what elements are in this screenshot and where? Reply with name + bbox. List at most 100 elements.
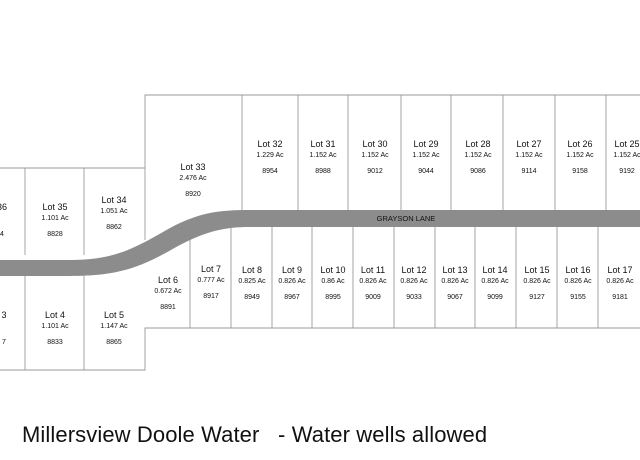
north-boundary	[0, 94, 640, 169]
lot-acreage: 1.101 Ac	[41, 323, 69, 330]
lot-name: Lot 6	[158, 275, 178, 285]
lot-boundaries	[0, 94, 640, 371]
lot-address: 8917	[203, 293, 219, 300]
south-lot: Lot 16 0.826 Ac 9155	[564, 265, 592, 301]
lot-name: Lot 30	[362, 139, 387, 149]
north-lot: 36 4	[0, 202, 7, 238]
south-boundary	[0, 327, 640, 371]
lot-address: 9044	[418, 168, 434, 175]
lot-name: Lot 25	[614, 139, 639, 149]
lot-acreage: 0.826 Ac	[359, 278, 387, 285]
south-lot: Lot 8 0.825 Ac 8949	[238, 265, 266, 301]
lot-address: 8920	[185, 191, 201, 198]
lot-name: Lot 32	[257, 139, 282, 149]
south-lot: 37	[1, 310, 6, 346]
lot-address: 8862	[106, 224, 122, 231]
south-lot: Lot 15 0.826 Ac 9127	[523, 265, 551, 301]
lot-name: Lot 31	[310, 139, 335, 149]
lot-acreage: 1.147 Ac	[100, 323, 128, 330]
lot-acreage: 1.152 Ac	[309, 152, 337, 159]
lot-acreage: 1.152 Ac	[361, 152, 389, 159]
lot-name: Lot 28	[465, 139, 490, 149]
lot-name: Lot 8	[242, 265, 262, 275]
lot-name: Lot 14	[482, 265, 507, 275]
lot-address: 9086	[470, 168, 486, 175]
lot-address: 4	[0, 231, 4, 238]
lot-name: Lot 35	[42, 202, 67, 212]
lot-name: 36	[0, 202, 7, 212]
lot-address: 9158	[572, 168, 588, 175]
lot-address: 9181	[612, 294, 628, 301]
lot-address: 8988	[315, 168, 331, 175]
lot-acreage: 1.152 Ac	[464, 152, 492, 159]
lot-address: 9012	[367, 168, 383, 175]
lot-acreage: 1.152 Ac	[515, 152, 543, 159]
south-lot: Lot 5 1.147 Ac 8865	[100, 310, 128, 346]
grayson-lane-road	[0, 210, 640, 276]
south-lot: Lot 14 0.826 Ac 9099	[481, 265, 509, 301]
lot-name: Lot 9	[282, 265, 302, 275]
lot-acreage: 0.86 Ac	[321, 278, 345, 285]
lot-name: Lot 26	[567, 139, 592, 149]
lot-acreage: 0.825 Ac	[238, 278, 266, 285]
lot-acreage: 0.826 Ac	[564, 278, 592, 285]
lot-acreage: 0.826 Ac	[523, 278, 551, 285]
lot-address: 7	[2, 339, 6, 346]
lot-address: 9192	[619, 168, 635, 175]
lot-name: Lot 11	[361, 265, 385, 275]
map-caption: Millersview Doole Water - Water wells al…	[22, 422, 488, 447]
lot-address: 9067	[447, 294, 463, 301]
lot-name: Lot 17	[607, 265, 632, 275]
north-lot: Lot 25 1.152 Ac 9192	[613, 139, 640, 175]
road-name-label: GRAYSON LANE	[377, 214, 436, 223]
north-lot: Lot 31 1.152 Ac 8988	[309, 139, 337, 175]
lot-address: 9155	[570, 294, 586, 301]
lot-name: Lot 16	[565, 265, 590, 275]
lot-acreage: 0.672 Ac	[154, 288, 182, 295]
lot-address: 8949	[244, 294, 260, 301]
north-lot: Lot 27 1.152 Ac 9114	[515, 139, 543, 175]
south-lot: Lot 11 0.826 Ac 9009	[359, 265, 387, 301]
lot-address: 8891	[160, 304, 176, 311]
lot-name: Lot 12	[401, 265, 426, 275]
lot-acreage: 1.101 Ac	[41, 215, 69, 222]
lot-address: 9127	[529, 294, 545, 301]
lot-name: Lot 29	[413, 139, 438, 149]
lot-acreage: 1.152 Ac	[566, 152, 594, 159]
lot-name: Lot 27	[516, 139, 541, 149]
lot-name: Lot 4	[45, 310, 65, 320]
lot-acreage: 0.826 Ac	[481, 278, 509, 285]
north-lot: Lot 26 1.152 Ac 9158	[566, 139, 594, 175]
lot-address: 8995	[325, 294, 341, 301]
lot-acreage: 0.826 Ac	[441, 278, 469, 285]
lot-name: 3	[1, 310, 6, 320]
lot-address: 9099	[487, 294, 503, 301]
lot-acreage: 2.476 Ac	[179, 175, 207, 182]
south-lot: Lot 6 0.672 Ac 8891	[154, 275, 182, 311]
north-lot: Lot 28 1.152 Ac 9086	[464, 139, 492, 175]
lot-acreage: 0.826 Ac	[278, 278, 306, 285]
lot-address: 9009	[365, 294, 381, 301]
lot-address: 8954	[262, 168, 278, 175]
lot-name: Lot 33	[180, 162, 205, 172]
lot-address: 8865	[106, 339, 122, 346]
lot-address: 9033	[406, 294, 422, 301]
lot-name: Lot 5	[104, 310, 124, 320]
lot-address: 9114	[521, 168, 536, 175]
lot-acreage: 1.152 Ac	[613, 152, 640, 159]
lot-name: Lot 15	[524, 265, 549, 275]
lot-name: Lot 34	[101, 195, 126, 205]
